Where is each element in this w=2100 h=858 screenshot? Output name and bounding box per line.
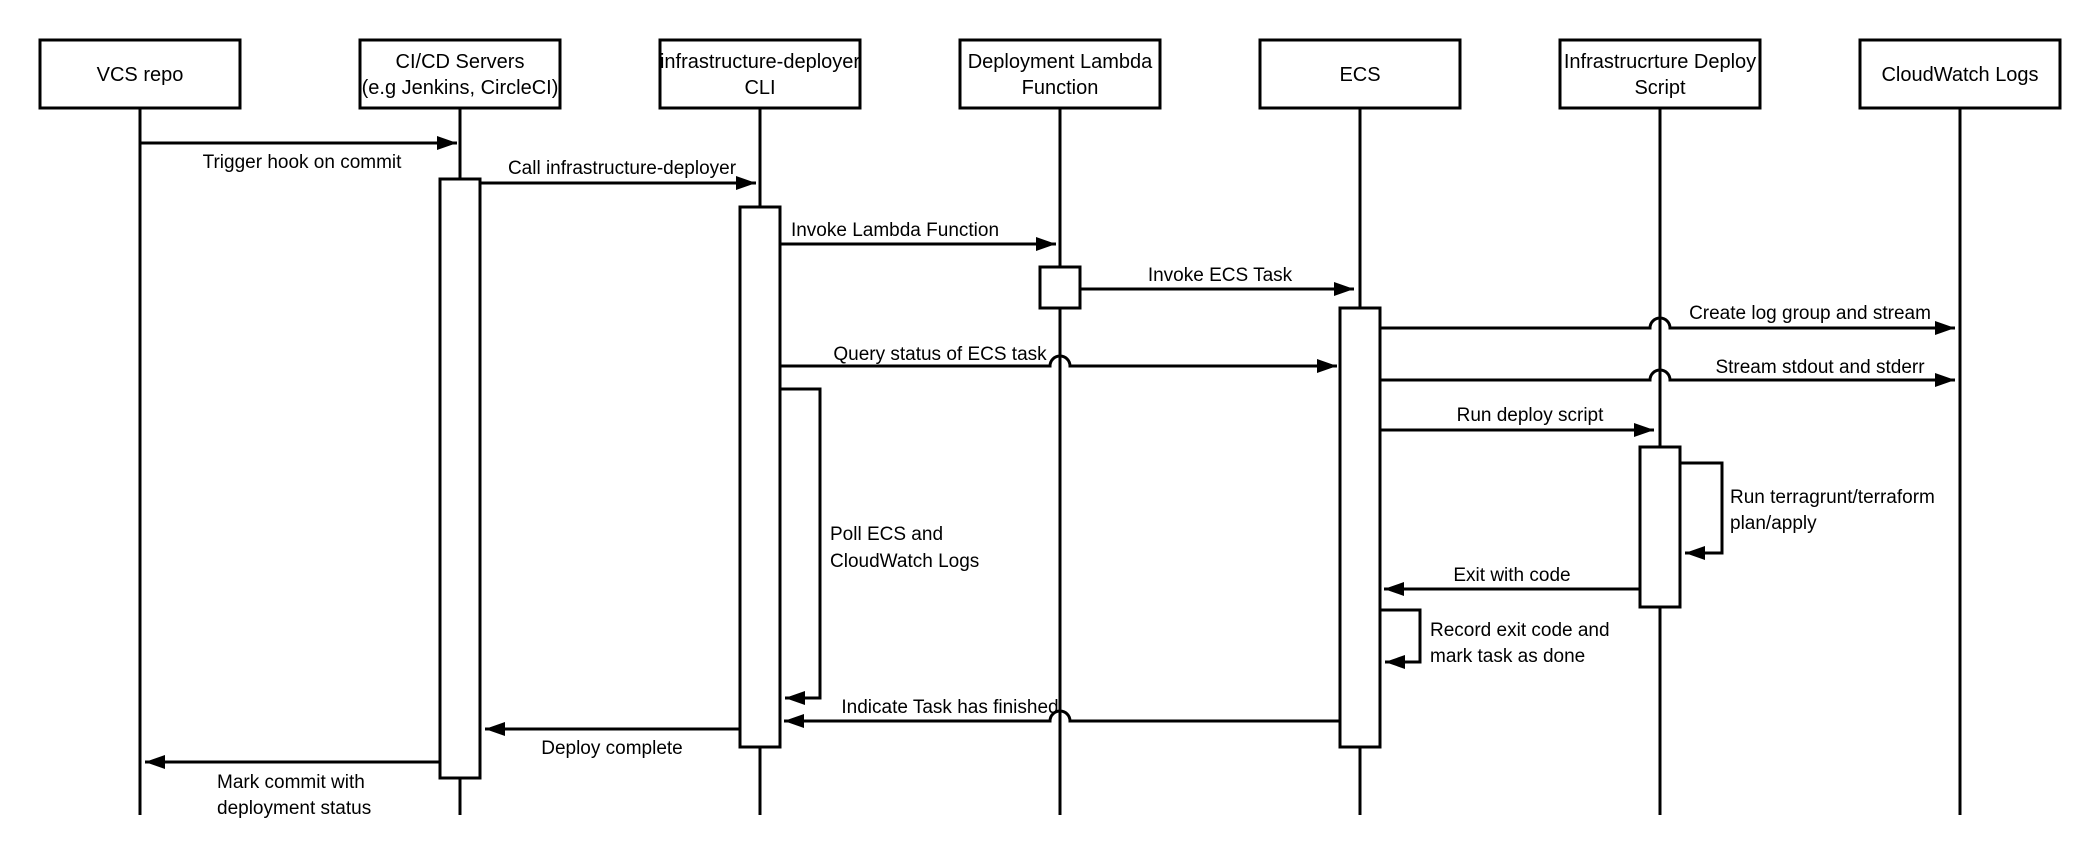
label-invoke-lambda-function: Invoke Lambda Function — [791, 220, 999, 241]
activation-bars — [438, 177, 1682, 780]
actor-cicd-servers: CI/CD Servers (e.g Jenkins, CircleCI) — [358, 38, 562, 110]
arrow-create-log-group-and-stream — [1380, 316, 1955, 335]
label-query-status-of-ecs-task: Query status of ECS task — [833, 344, 1047, 365]
label-mark-commit-line1: Mark commit with — [217, 772, 365, 793]
arrow-stream-stdout-and-stderr — [1380, 368, 1955, 387]
actor-box-deployment-lambda-function — [958, 38, 1162, 110]
message-labels: Trigger hook on commit Call infrastructu… — [203, 152, 1935, 819]
label-run-terragrunt-terraform-line2: plan/apply — [1730, 513, 1817, 534]
label-mark-commit-with-deployment-status: Mark commit with deployment status — [217, 772, 371, 819]
arrow-indicate-task-has-finished — [784, 709, 1340, 728]
actor-box-vcs-repo — [38, 38, 242, 110]
label-record-exit-code: Record exit code and mark task as done — [1430, 620, 1610, 667]
activation-deployment-lambda-function — [1038, 265, 1082, 310]
label-exit-with-code: Exit with code — [1453, 565, 1570, 586]
actor-label-cloudwatch-logs: CloudWatch Logs — [1881, 64, 2038, 86]
label-poll-ecs-line2: CloudWatch Logs — [830, 551, 979, 572]
label-record-exit-code-line1: Record exit code and — [1430, 620, 1610, 641]
actor-label-infrastructure-deployer-cli-line1: infrastructure-deployer — [660, 51, 860, 73]
arrow-record-exit-code-self — [1380, 608, 1422, 669]
label-deploy-complete: Deploy complete — [541, 738, 683, 759]
actor-cloudwatch-logs: CloudWatch Logs — [1858, 38, 2062, 110]
actor-deployment-lambda-function: Deployment Lambda Function — [958, 38, 1162, 110]
actor-ecs: ECS — [1258, 38, 1462, 110]
activation-ecs — [1338, 306, 1382, 749]
label-create-log-group-and-stream: Create log group and stream — [1689, 303, 1931, 324]
label-record-exit-code-line2: mark task as done — [1430, 646, 1585, 667]
activation-infrastructure-deployer-cli — [738, 205, 782, 749]
label-stream-stdout-and-stderr: Stream stdout and stderr — [1715, 357, 1925, 378]
message-arrows — [141, 136, 1955, 769]
actor-label-deployment-lambda-function-line1: Deployment Lambda — [968, 51, 1153, 73]
actor-box-cloudwatch-logs — [1858, 38, 2062, 110]
label-mark-commit-line2: deployment status — [217, 798, 371, 819]
label-run-terragrunt-terraform-line1: Run terragrunt/terraform — [1730, 487, 1935, 508]
arrow-query-status-of-ecs-task — [780, 354, 1337, 373]
activation-infrastructure-deploy-script — [1638, 445, 1682, 609]
actor-label-cicd-servers-line1: CI/CD Servers — [396, 51, 525, 73]
actor-infrastructure-deployer-cli: infrastructure-deployer CLI — [658, 38, 862, 110]
actor-boxes: VCS repo CI/CD Servers (e.g Jenkins, Cir… — [38, 38, 2062, 110]
label-run-deploy-script: Run deploy script — [1457, 405, 1605, 426]
actor-infrastructure-deploy-script: Infrastrucrture Deploy Script — [1558, 38, 1762, 110]
label-poll-ecs-line1: Poll ECS and — [830, 524, 943, 545]
actor-label-infrastructure-deploy-script-line2: Script — [1634, 77, 1686, 99]
label-indicate-task-has-finished: Indicate Task has finished — [841, 697, 1058, 718]
actor-vcs-repo: VCS repo — [38, 38, 242, 110]
actor-box-cicd-servers — [358, 38, 562, 110]
label-poll-ecs-and-cloudwatch-logs: Poll ECS and CloudWatch Logs — [830, 524, 979, 572]
actor-box-ecs — [1258, 38, 1462, 110]
label-trigger-hook-on-commit: Trigger hook on commit — [203, 152, 403, 173]
actor-label-cicd-servers-line2: (e.g Jenkins, CircleCI) — [362, 77, 559, 99]
actor-label-infrastructure-deploy-script-line1: Infrastrucrture Deploy — [1564, 51, 1756, 73]
actor-box-infrastructure-deployer-cli — [658, 38, 862, 110]
label-invoke-ecs-task: Invoke ECS Task — [1148, 265, 1293, 286]
label-call-infrastructure-deployer: Call infrastructure-deployer — [508, 158, 737, 179]
actor-label-vcs-repo: VCS repo — [97, 64, 184, 86]
activation-cicd-servers — [438, 177, 482, 780]
arrow-poll-ecs-loop — [780, 387, 822, 705]
label-run-terragrunt-terraform: Run terragrunt/terraform plan/apply — [1730, 487, 1935, 534]
actor-box-infrastructure-deploy-script — [1558, 38, 1762, 110]
actor-label-ecs: ECS — [1339, 64, 1380, 86]
actor-label-infrastructure-deployer-cli-line2: CLI — [744, 77, 775, 99]
arrow-run-terragrunt-terraform-self — [1680, 461, 1724, 560]
actor-label-deployment-lambda-function-line2: Function — [1022, 77, 1099, 99]
